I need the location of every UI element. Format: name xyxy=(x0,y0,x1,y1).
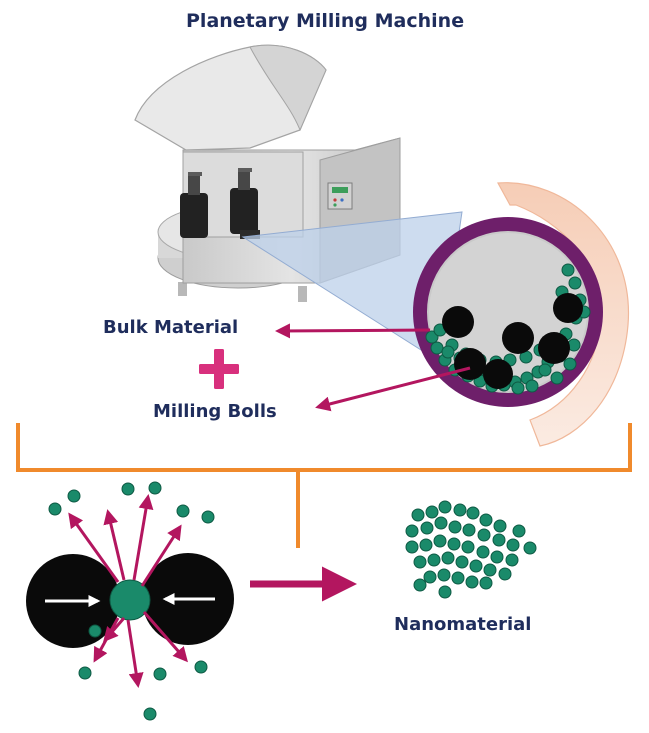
diagram-title: Planetary Milling Machine xyxy=(186,10,465,32)
nano-particle xyxy=(438,500,452,514)
fragment-particle xyxy=(148,481,162,495)
jar-particle xyxy=(430,341,444,355)
nanomaterial-label: Nanomaterial xyxy=(394,614,532,635)
nano-particle xyxy=(437,568,451,582)
jar-particle xyxy=(441,345,455,359)
nano-particle xyxy=(477,528,491,542)
burst-arrow xyxy=(93,617,120,663)
nano-particle xyxy=(427,553,441,567)
collision-illustration xyxy=(26,553,234,648)
nano-particle xyxy=(469,559,483,573)
burst-arrow xyxy=(68,512,120,583)
fragment-particle xyxy=(67,489,81,503)
jar-particle xyxy=(538,363,552,377)
jar-particle xyxy=(511,381,525,395)
jar-ball xyxy=(454,348,486,380)
nano-particle xyxy=(455,555,469,569)
jar-balls xyxy=(442,293,583,389)
fragment-particle xyxy=(48,502,62,516)
burst-arrow xyxy=(142,611,188,663)
fragment-particle xyxy=(88,624,102,638)
nano-particle xyxy=(466,506,480,520)
fragment-particle xyxy=(121,482,135,496)
nano-particle xyxy=(506,538,520,552)
nano-particle xyxy=(453,503,467,517)
jar-ball xyxy=(483,359,513,389)
nano-particle xyxy=(448,520,462,534)
plus-icon xyxy=(199,349,239,389)
jar-ball xyxy=(442,306,474,338)
jar-particle xyxy=(525,379,539,393)
nano-particle xyxy=(405,524,419,538)
nano-particle xyxy=(419,538,433,552)
nano-particle xyxy=(420,521,434,535)
burst-arrow xyxy=(103,509,126,581)
nano-particle xyxy=(493,519,507,533)
nano-particle xyxy=(505,553,519,567)
nano-particle xyxy=(512,524,526,538)
nano-particle xyxy=(413,555,427,569)
jar-ball xyxy=(553,293,583,323)
nano-particle xyxy=(434,516,448,530)
burst-arrow xyxy=(126,619,144,688)
nano-particle xyxy=(476,545,490,559)
nano-particle xyxy=(433,534,447,548)
fragment-particle xyxy=(153,667,167,681)
nano-particle xyxy=(523,541,537,555)
nano-particle xyxy=(461,540,475,554)
nano-particle xyxy=(425,505,439,519)
nano-particle xyxy=(490,550,504,564)
nano-particle xyxy=(479,576,493,590)
burst-arrows xyxy=(68,494,188,688)
nano-particle xyxy=(411,508,425,522)
bracket-connector xyxy=(16,423,632,548)
burst-arrow xyxy=(132,494,154,581)
nano-particle xyxy=(413,578,427,592)
arrow-to-bulk-material xyxy=(275,323,431,339)
fragment-particle xyxy=(78,666,92,680)
fragment-particle xyxy=(143,707,157,721)
nano-particle xyxy=(423,570,437,584)
nano-particle xyxy=(462,523,476,537)
fragment-particle xyxy=(176,504,190,518)
nanomaterial-cluster xyxy=(405,500,537,599)
nano-particle xyxy=(465,575,479,589)
nano-particle xyxy=(479,513,493,527)
jar-particle xyxy=(568,276,582,290)
jar-particle xyxy=(550,371,564,385)
jar-particle xyxy=(561,263,575,277)
jar-ball xyxy=(538,332,570,364)
nano-particle xyxy=(441,551,455,565)
nano-particle xyxy=(483,563,497,577)
fragment-particle xyxy=(201,510,215,524)
nano-particle xyxy=(405,540,419,554)
arrow-to-milling-bolls xyxy=(315,366,471,412)
nano-particle xyxy=(447,537,461,551)
fragment-particle xyxy=(194,660,208,674)
nano-particle xyxy=(492,533,506,547)
burst-particles xyxy=(48,481,215,721)
bulk-material-label: Bulk Material xyxy=(103,317,239,338)
nano-particle xyxy=(498,567,512,581)
milling-bolls-label: Milling Bolls xyxy=(153,401,277,422)
jar-ball xyxy=(502,322,534,354)
burst-arrow xyxy=(140,524,182,587)
nano-particle xyxy=(438,585,452,599)
jar-particle xyxy=(563,357,577,371)
nano-particle xyxy=(451,571,465,585)
